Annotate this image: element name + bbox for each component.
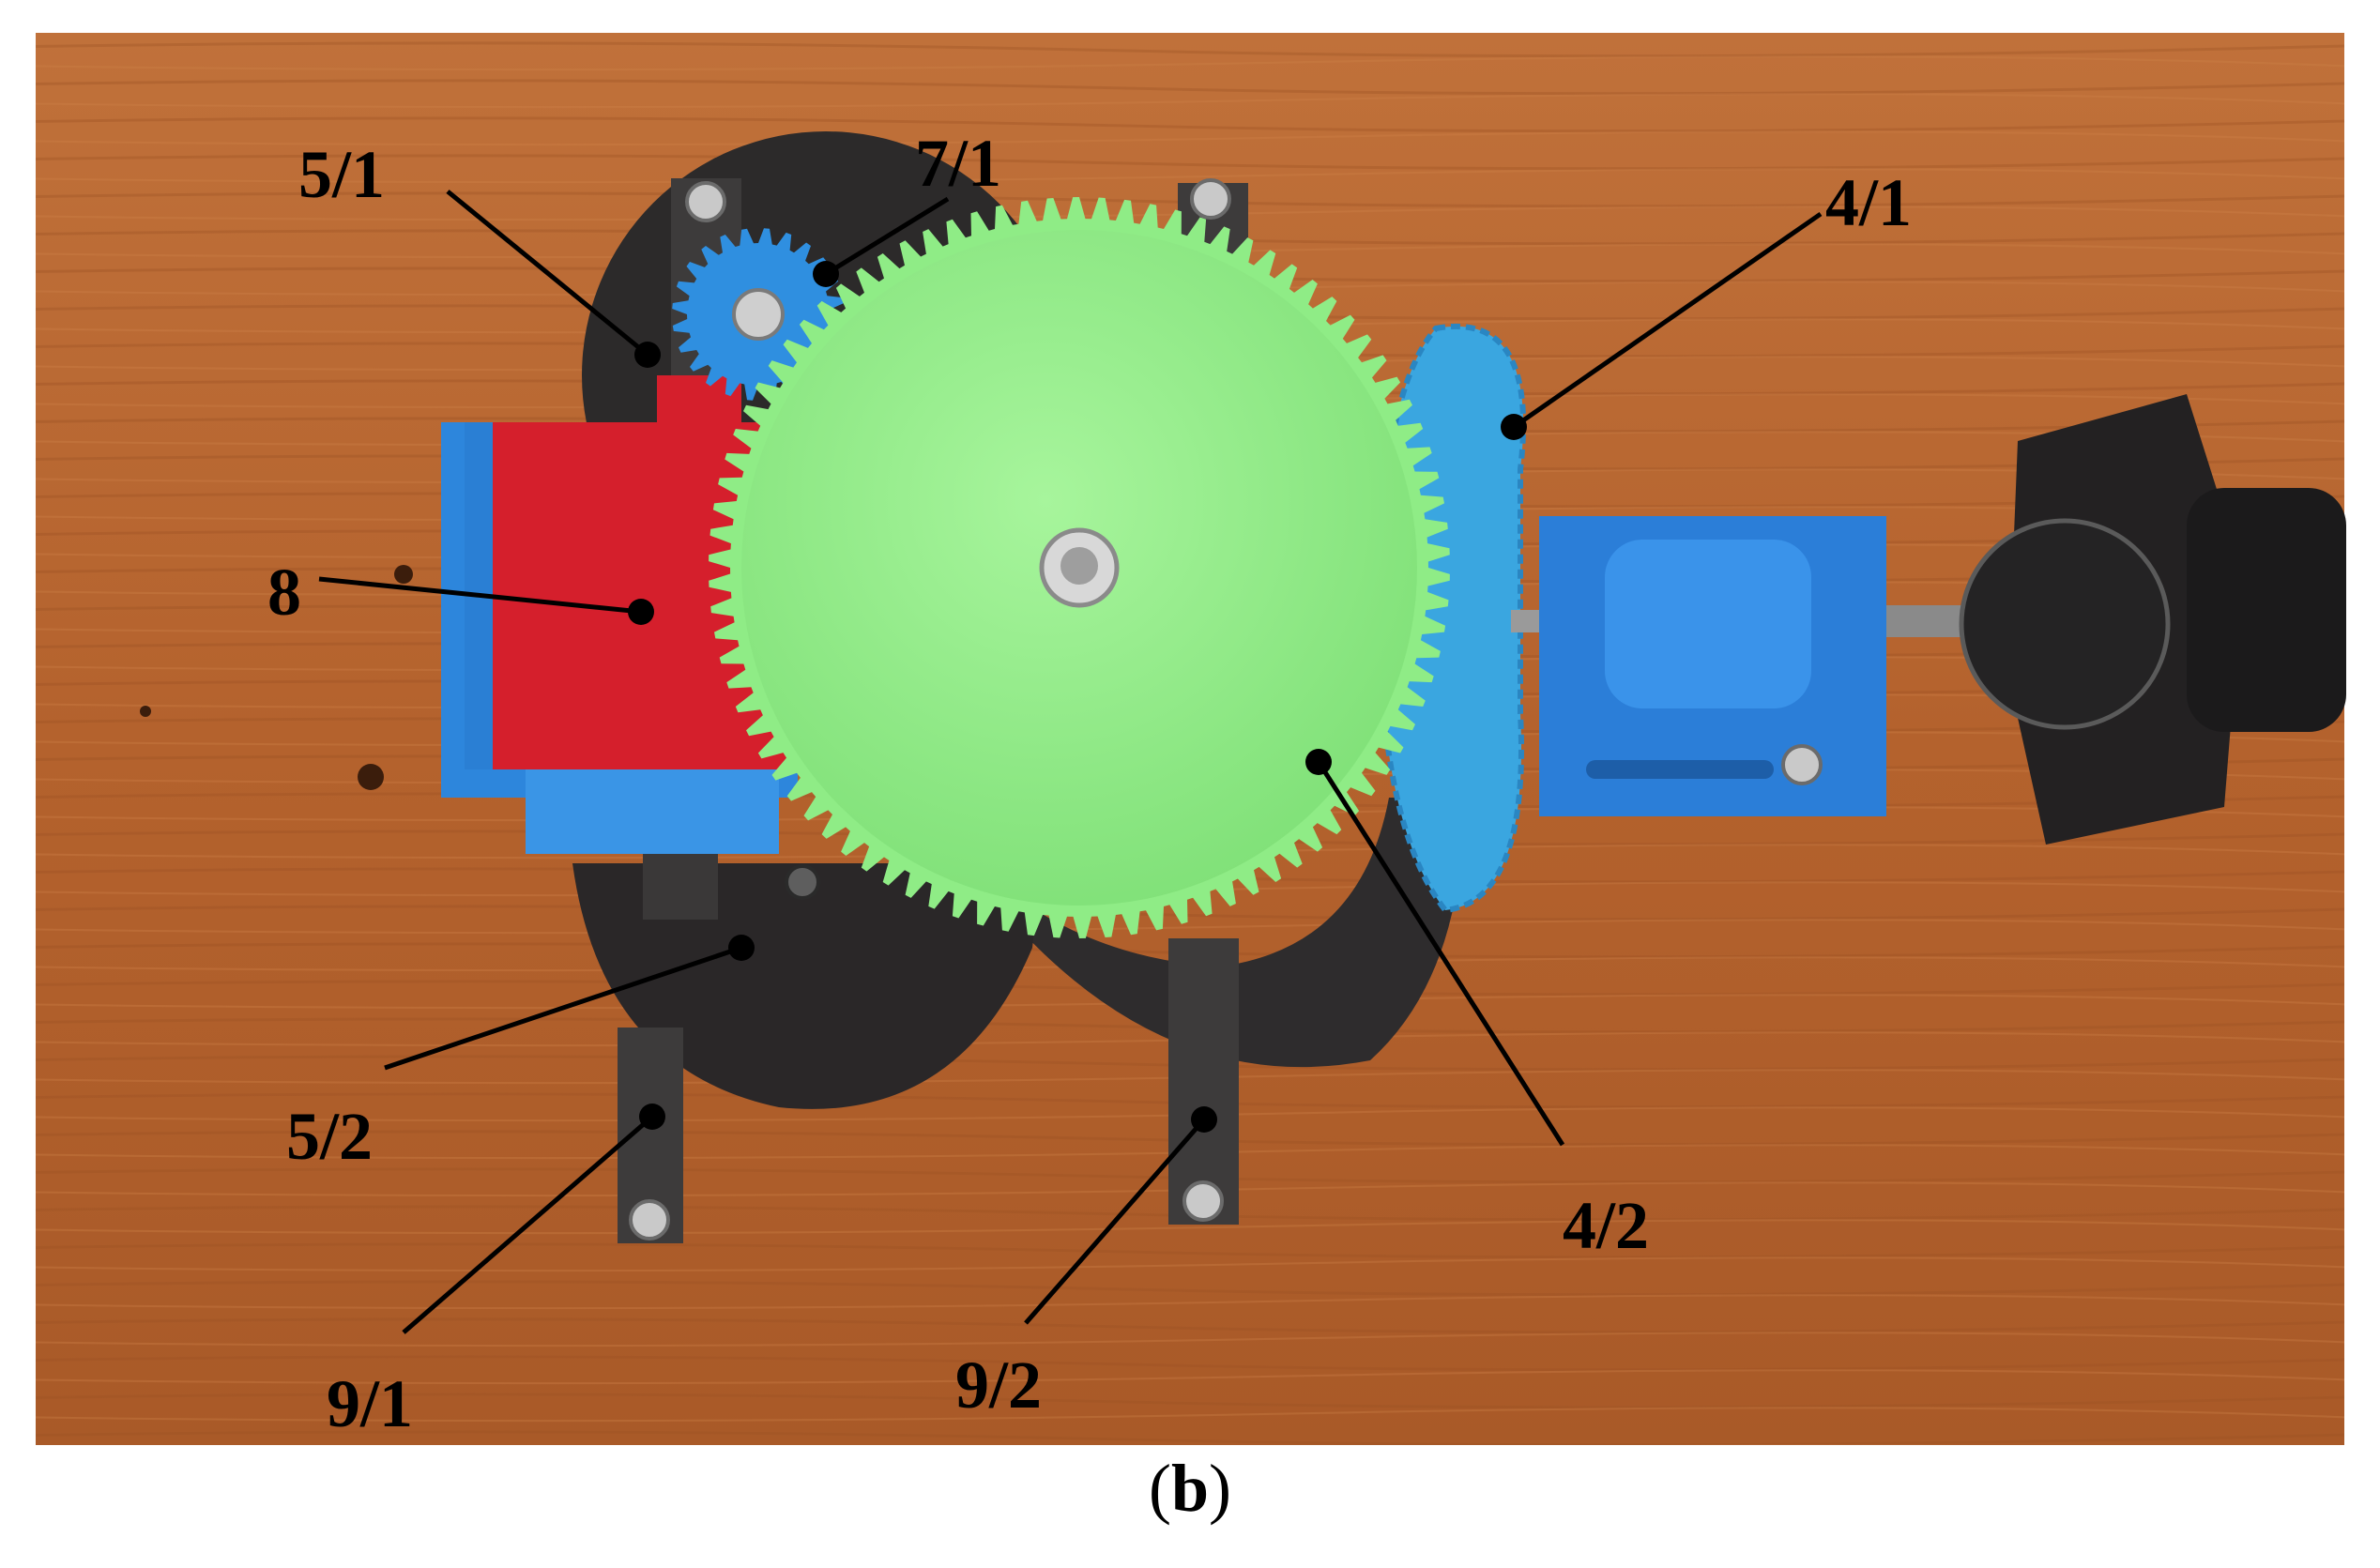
label-4-1: 4/1: [1825, 165, 1912, 240]
leader-4-2: [1305, 749, 1565, 1147]
label-8: 8: [267, 555, 301, 630]
label-9-1: 9/1: [327, 1366, 413, 1441]
dark-plate-bottom: [938, 798, 1464, 1068]
leader-9-1: [402, 1104, 665, 1334]
strip-9-2: [1168, 938, 1239, 1225]
blue-base-lower: [526, 769, 779, 854]
leader-5-1: [446, 190, 661, 368]
label-7-1: 7/1: [915, 126, 1001, 201]
bolt: [1781, 744, 1823, 785]
bolt: [785, 864, 820, 900]
bolt: [1190, 178, 1231, 220]
bolt: [629, 1199, 670, 1241]
red-block-8: [493, 375, 798, 769]
figure-caption: (b): [0, 1450, 2380, 1528]
board-hole: [140, 706, 151, 717]
leader-7-1: [813, 196, 950, 287]
small-gear-nut: [732, 288, 785, 341]
board-hole: [358, 764, 384, 790]
label-4-2: 4/2: [1563, 1188, 1649, 1263]
motor-body: [2187, 488, 2346, 732]
bearing-slot: [1586, 760, 1774, 779]
dark-plate-5-2: [572, 863, 1042, 1109]
bolt: [1182, 1180, 1224, 1222]
bearing-housing: [1605, 540, 1811, 708]
board-hole: [394, 565, 413, 584]
center-nut: [1060, 547, 1098, 585]
bolt: [685, 181, 726, 222]
leader-9-2: [1024, 1106, 1217, 1325]
caption-close: ): [1209, 1451, 1231, 1526]
label-5-1: 5/1: [298, 137, 385, 212]
label-5-2: 5/2: [286, 1099, 373, 1174]
leader-5-2: [384, 935, 755, 1071]
caption-open: (: [1148, 1451, 1171, 1526]
leader-4-1: [1501, 211, 1823, 440]
motor-face: [1959, 518, 2171, 730]
label-9-2: 9/2: [955, 1347, 1042, 1423]
caption-letter: b: [1170, 1451, 1210, 1526]
leader-8: [318, 576, 654, 625]
